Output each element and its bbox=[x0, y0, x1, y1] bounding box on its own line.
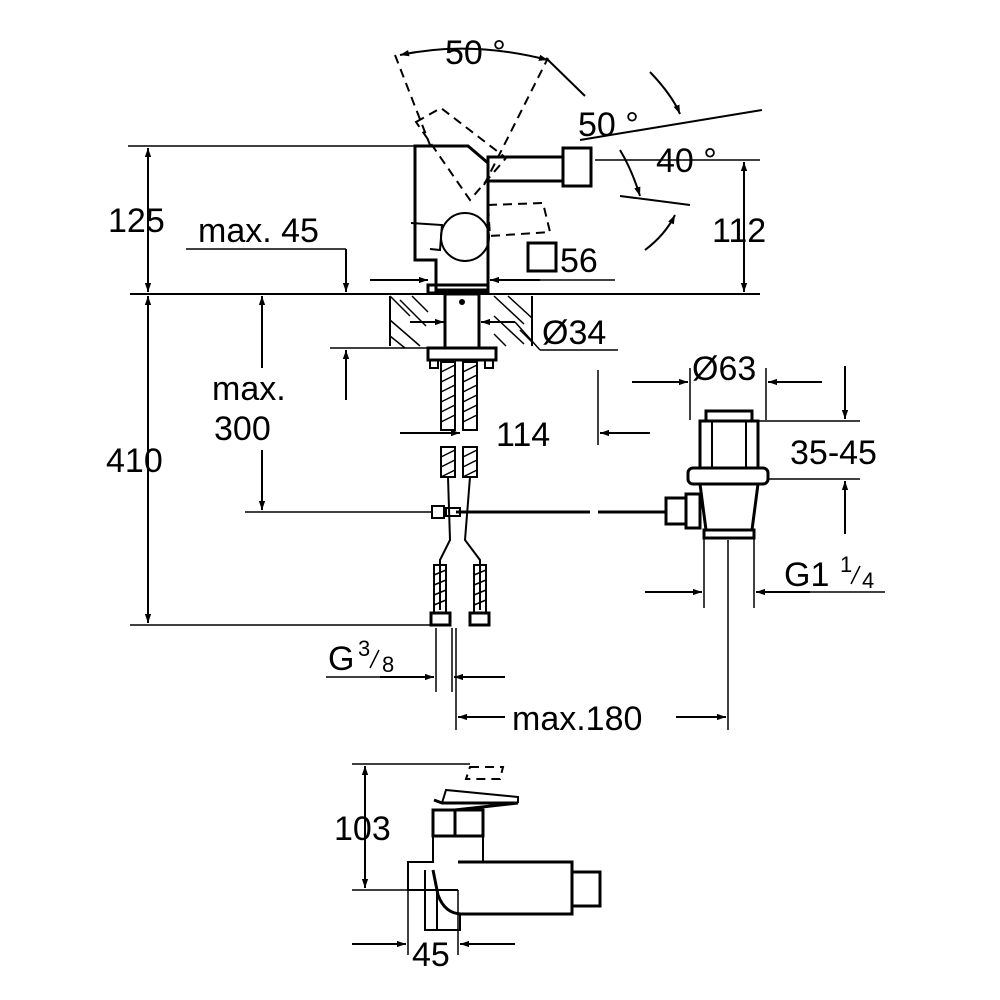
label-depth-300: 300 bbox=[214, 410, 271, 448]
label-height-112: 112 bbox=[712, 212, 766, 250]
label-width-45: 45 bbox=[412, 936, 450, 974]
label-height-103: 103 bbox=[334, 810, 391, 848]
square-symbol-icon bbox=[526, 241, 558, 273]
label-range-35-45: 35-45 bbox=[790, 434, 877, 472]
label-height-410: 410 bbox=[106, 442, 163, 480]
label-max: max. bbox=[212, 370, 286, 408]
fixing-plate bbox=[426, 346, 498, 362]
label-diameter-63: Ø63 bbox=[692, 350, 756, 388]
label-thread-g-denominator: 8 bbox=[382, 652, 394, 677]
dimension-lines bbox=[128, 47, 885, 730]
label-thread-g1: G1 bbox=[784, 556, 829, 594]
side-view-dimensions bbox=[352, 763, 515, 955]
label-right-upper-angle: 50 ° bbox=[578, 106, 639, 144]
label-height-125: 125 bbox=[108, 202, 165, 240]
waste-drain bbox=[664, 409, 770, 540]
faucet-side-view bbox=[407, 766, 602, 931]
label-diameter-34: Ø34 bbox=[542, 314, 606, 352]
label-max-180: max.180 bbox=[512, 700, 642, 738]
label-top-angle: 50 ° bbox=[445, 34, 506, 72]
label-max-45: max. 45 bbox=[198, 212, 319, 250]
label-thread-g1-denominator: 4 bbox=[862, 568, 874, 593]
label-thread-g1-numerator: 1 bbox=[840, 552, 852, 577]
label-thread-g-numerator: 3 bbox=[358, 636, 370, 661]
label-square-56: 56 bbox=[560, 242, 598, 280]
flexible-hoses bbox=[429, 361, 491, 627]
label-right-lower-angle: 40 ° bbox=[656, 142, 717, 180]
label-width-114: 114 bbox=[496, 416, 550, 454]
counter-hatching bbox=[389, 295, 533, 349]
pop-up-rod bbox=[431, 505, 665, 519]
label-thread-g: G bbox=[328, 640, 354, 678]
dimension-labels: 50 ° 50 ° 40 ° 125 max. 45 112 56 Ø34 ma… bbox=[106, 34, 877, 974]
